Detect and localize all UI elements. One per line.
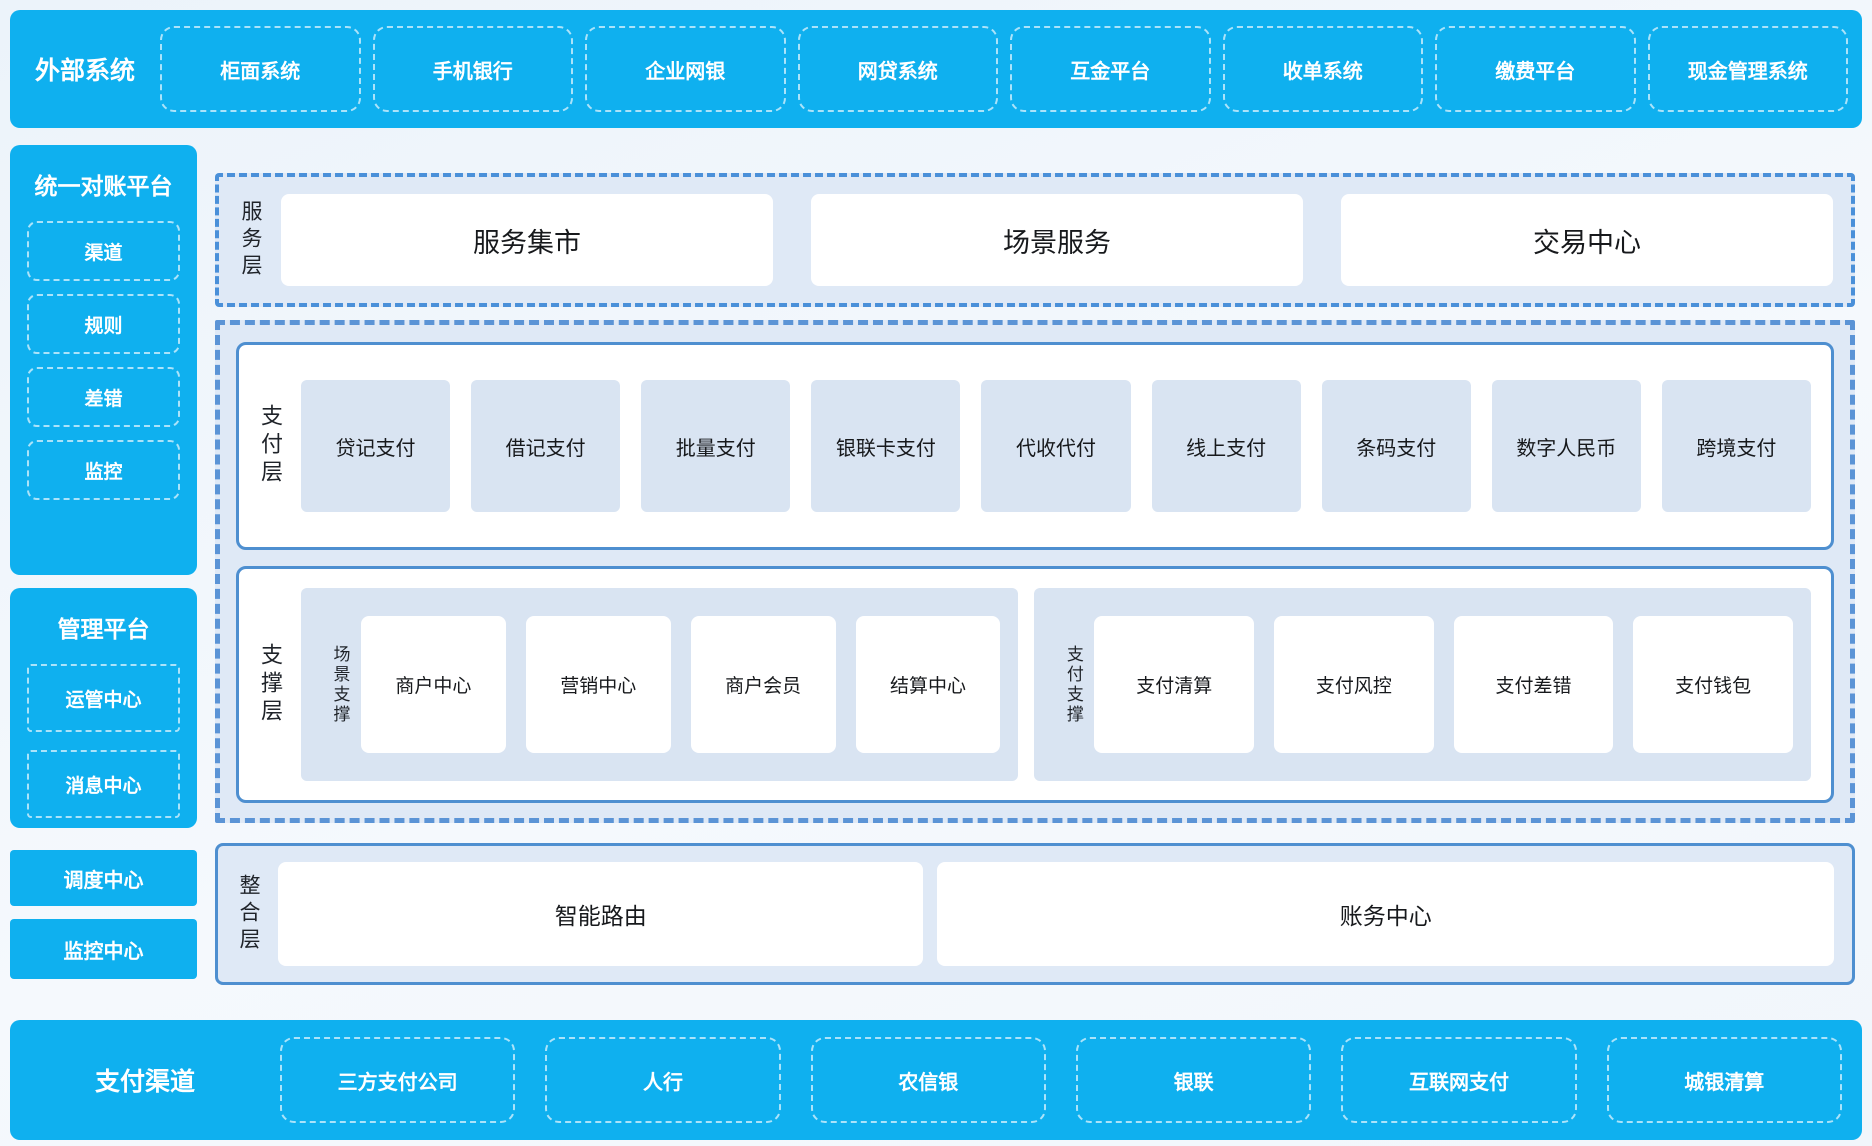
external-system-item: 柜面系统 bbox=[160, 26, 361, 112]
support-tile: 商户会员 bbox=[690, 616, 836, 753]
scene-support-group: 场景支撑 商户中心 营销中心 商户会员 结算中心 bbox=[301, 588, 1019, 781]
service-layer: 服务层 服务集市 场景服务 交易中心 bbox=[215, 173, 1855, 307]
external-systems-title: 外部系统 bbox=[34, 57, 135, 85]
reconciliation-platform-block: 统一对账平台 渠道 规则 差错 监控 bbox=[10, 145, 197, 575]
payment-layer: 支付层 贷记支付 借记支付 批量支付 银联卡支付 代收代付 线上支付 条码支付 … bbox=[236, 342, 1834, 550]
reconciliation-item: 规则 bbox=[27, 294, 180, 354]
support-tile: 结算中心 bbox=[855, 616, 1001, 753]
main-architecture-column: 服务层 服务集市 场景服务 交易中心 支付层 贷记支付 借记支付 批量支付 银联… bbox=[215, 145, 1855, 985]
external-system-item: 收单系统 bbox=[1222, 26, 1423, 112]
reconciliation-platform-title: 统一对账平台 bbox=[34, 173, 173, 199]
integration-layer: 整合层 智能路由 账务中心 bbox=[215, 843, 1855, 985]
support-tile: 支付风控 bbox=[1274, 616, 1434, 753]
payment-channel-item: 银联 bbox=[1075, 1037, 1312, 1123]
payment-channels-list: 三方支付公司 人行 农信银 银联 互联网支付 城银清算 bbox=[280, 1037, 1862, 1123]
reconciliation-item: 监控 bbox=[27, 440, 180, 500]
payment-support-group: 支付支撑 支付清算 支付风控 支付差错 支付钱包 bbox=[1034, 588, 1811, 781]
management-platform-title: 管理平台 bbox=[57, 616, 150, 642]
service-box: 场景服务 bbox=[811, 194, 1303, 286]
service-layer-boxes: 服务集市 场景服务 交易中心 bbox=[281, 194, 1833, 286]
support-tile: 营销中心 bbox=[525, 616, 671, 753]
external-system-item: 网贷系统 bbox=[797, 26, 998, 112]
support-tile: 支付差错 bbox=[1453, 616, 1614, 753]
management-platform-block: 管理平台 运管中心 消息中心 bbox=[10, 588, 197, 828]
service-box: 服务集市 bbox=[281, 194, 773, 286]
reconciliation-item: 渠道 bbox=[27, 221, 180, 281]
support-layer: 支撑层 场景支撑 商户中心 营销中心 商户会员 结算中心 支付支撑 支付清算 支… bbox=[236, 566, 1834, 803]
integration-layer-label: 整合层 bbox=[237, 873, 260, 955]
payment-channel-item: 互联网支付 bbox=[1341, 1037, 1577, 1123]
smart-route-box: 智能路由 bbox=[278, 862, 924, 966]
payment-channels-band: 支付渠道 三方支付公司 人行 农信银 银联 互联网支付 城银清算 bbox=[10, 1020, 1862, 1140]
payment-support-label: 支付支撑 bbox=[1063, 644, 1083, 725]
management-item: 运管中心 bbox=[27, 664, 180, 732]
payment-channels-title: 支付渠道 bbox=[94, 1068, 195, 1096]
payment-channel-item: 三方支付公司 bbox=[280, 1037, 516, 1123]
external-system-item: 现金管理系统 bbox=[1647, 26, 1848, 112]
payment-layer-label: 支付层 bbox=[258, 404, 283, 488]
dispatch-center-block: 调度中心 bbox=[10, 850, 197, 906]
payment-channel-item: 人行 bbox=[545, 1037, 781, 1123]
external-systems-band: 外部系统 柜面系统 手机银行 企业网银 网贷系统 互金平台 收单系统 缴费平台 … bbox=[10, 10, 1862, 128]
payment-tile: 条码支付 bbox=[1321, 380, 1471, 512]
service-box: 交易中心 bbox=[1341, 194, 1833, 286]
support-layer-label: 支撑层 bbox=[258, 642, 283, 727]
accounting-center-box: 账务中心 bbox=[937, 862, 1834, 966]
payment-tile: 银联卡支付 bbox=[811, 380, 961, 512]
management-item: 消息中心 bbox=[27, 750, 180, 818]
payment-layer-tiles: 贷记支付 借记支付 批量支付 银联卡支付 代收代付 线上支付 条码支付 数字人民… bbox=[301, 380, 1811, 512]
payment-support-wrapper: 支付层 贷记支付 借记支付 批量支付 银联卡支付 代收代付 线上支付 条码支付 … bbox=[215, 320, 1855, 823]
support-tile: 支付清算 bbox=[1094, 616, 1255, 753]
payment-tile: 代收代付 bbox=[981, 380, 1131, 512]
scene-support-tiles: 商户中心 营销中心 商户会员 结算中心 bbox=[361, 616, 1001, 753]
service-layer-label: 服务层 bbox=[239, 199, 262, 281]
reconciliation-item: 差错 bbox=[27, 367, 180, 427]
scene-support-label: 场景支撑 bbox=[330, 644, 350, 725]
payment-tile: 跨境支付 bbox=[1661, 380, 1811, 512]
external-systems-list: 柜面系统 手机银行 企业网银 网贷系统 互金平台 收单系统 缴费平台 现金管理系… bbox=[160, 26, 1862, 112]
payment-support-tiles: 支付清算 支付风控 支付差错 支付钱包 bbox=[1094, 616, 1793, 753]
support-tile: 支付钱包 bbox=[1633, 616, 1793, 753]
support-layer-groups: 场景支撑 商户中心 营销中心 商户会员 结算中心 支付支撑 支付清算 支付风控 … bbox=[301, 588, 1811, 781]
payment-tile: 数字人民币 bbox=[1491, 380, 1641, 512]
left-sidebar: 统一对账平台 渠道 规则 差错 监控 管理平台 运管中心 消息中心 调度中心 监… bbox=[10, 145, 197, 979]
payment-channel-item: 农信银 bbox=[810, 1037, 1046, 1123]
external-system-item: 缴费平台 bbox=[1435, 26, 1636, 112]
payment-channel-item: 城银清算 bbox=[1606, 1037, 1842, 1123]
payment-tile: 线上支付 bbox=[1151, 380, 1301, 512]
support-tile: 商户中心 bbox=[361, 616, 506, 753]
payment-tile: 批量支付 bbox=[641, 380, 791, 512]
payment-tile: 贷记支付 bbox=[301, 380, 451, 512]
external-system-item: 手机银行 bbox=[372, 26, 573, 112]
external-system-item: 企业网银 bbox=[585, 26, 786, 112]
monitor-center-block: 监控中心 bbox=[10, 919, 197, 979]
external-system-item: 互金平台 bbox=[1010, 26, 1211, 112]
payment-tile: 借记支付 bbox=[471, 380, 621, 512]
integration-layer-boxes: 智能路由 账务中心 bbox=[278, 862, 1834, 966]
